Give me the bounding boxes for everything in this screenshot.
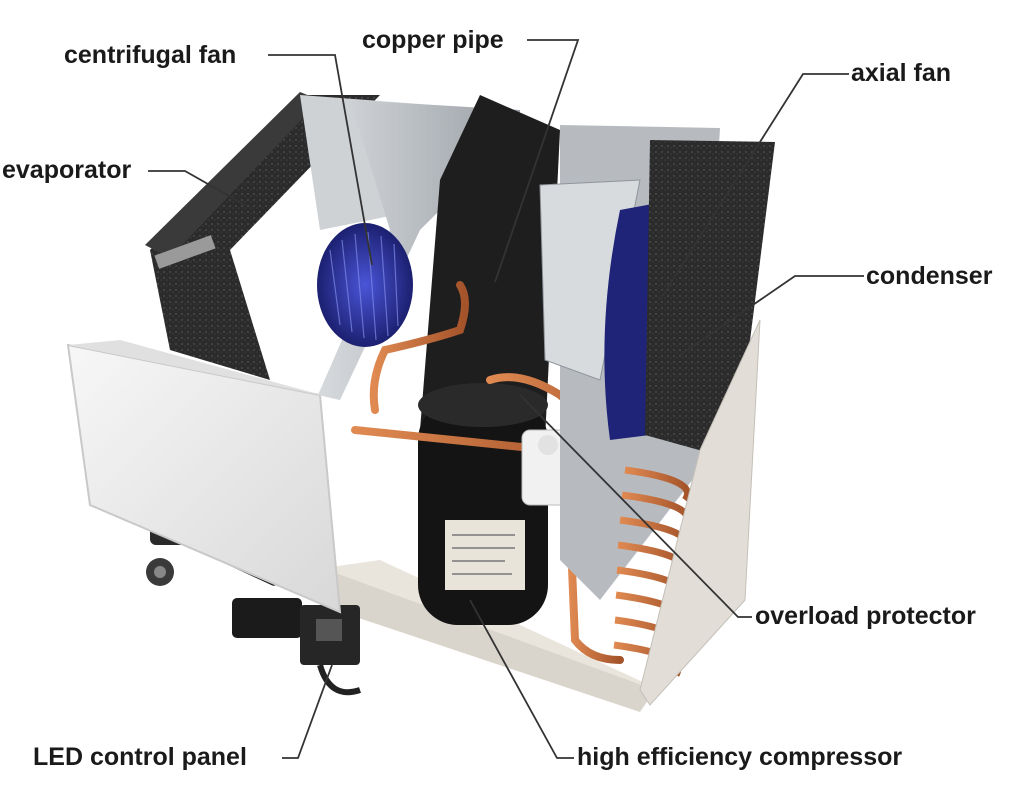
compressor-body [418,383,548,625]
leader-overload-protector [519,394,752,618]
leader-evaporator [148,170,246,206]
centrifugal-fan-wheel [317,223,413,347]
label-overload-protector: overload protector [755,602,976,630]
axial-fan-guard [539,179,641,381]
leader-axial-fan [659,73,849,301]
leader-compressor [469,599,574,759]
label-copper-pipe: copper pipe [362,26,504,54]
label-condenser: condenser [866,262,993,290]
white-housing-panel [66,343,342,614]
label-led-control-panel: LED control panel [33,743,247,771]
leader-condenser [679,275,864,356]
label-compressor: high efficiency compressor [577,743,903,771]
leader-lines [148,39,864,759]
leader-led-control-panel [282,664,333,759]
leader-centrifugal-fan [268,54,373,266]
led-control-panel-device [232,598,361,696]
evaporator-foam [150,95,380,380]
label-centrifugal-fan: centrifugal fan [64,41,237,69]
leader-copper-pipe [494,39,580,283]
base-tray-front [300,560,655,712]
label-evaporator: evaporator [2,156,132,184]
label-axial-fan: axial fan [851,59,952,87]
